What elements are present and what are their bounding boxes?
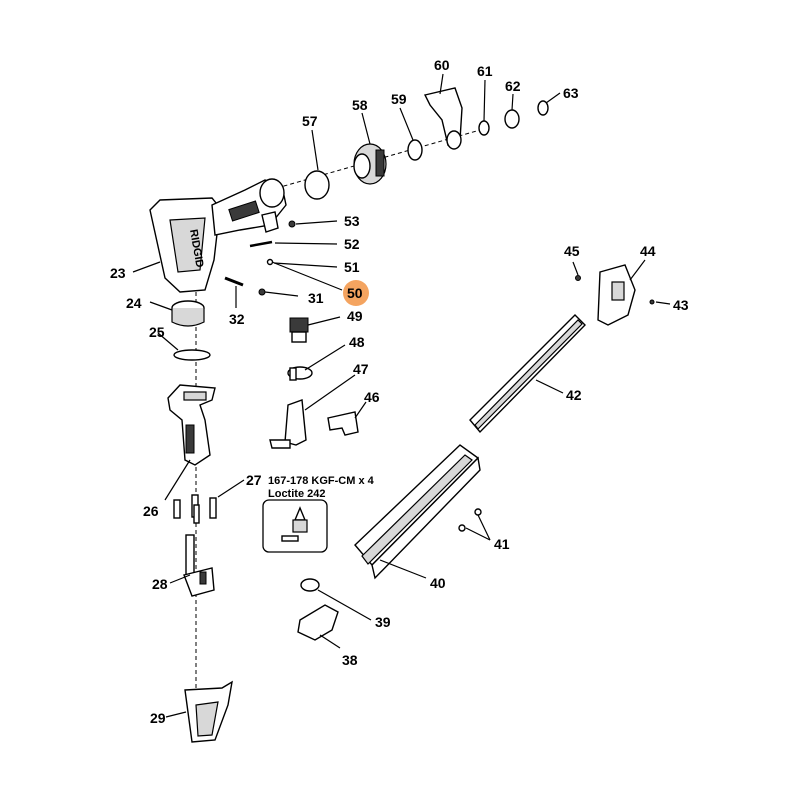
callout-41: 41 [494,536,510,552]
callout-31: 31 [308,290,324,306]
callout-38: 38 [342,652,358,668]
callout-59: 59 [391,91,407,107]
callout-25: 25 [149,324,165,340]
callout-52: 52 [344,236,360,252]
callout-60: 60 [434,57,450,73]
part-41-screws [458,508,482,532]
part-25-o-ring [173,349,211,361]
callout-27: 27 [246,472,262,488]
callout-40: 40 [430,575,446,591]
callout-47: 47 [353,361,369,377]
callout-43: 43 [673,297,689,313]
callout-50: 50 [347,285,363,301]
part-45-ball [575,275,581,281]
callout-labels: 23 24 25 26 27 28 29 31 32 38 39 40 41 4… [110,57,689,726]
part-48-clip [287,366,313,381]
part-62-washer [504,109,520,129]
part-38-latch [297,604,339,641]
callout-51: 51 [344,259,360,275]
part-44-end-cap [597,264,636,326]
note-torque-text: 167-178 KGF-CM x 4 [268,475,375,487]
horizontal-assembly-axis [269,129,481,191]
part-26-driver-frame [167,384,216,466]
callout-29: 29 [150,710,166,726]
part-23-housing: RIDGID [149,178,287,293]
part-24-bumper [171,300,205,327]
callout-32: 32 [229,311,245,327]
callout-61: 61 [477,63,493,79]
part-29-nose-piece [184,680,233,743]
note-loctite-text: Loctite 242 [268,488,325,500]
callout-53: 53 [344,213,360,229]
part-58-cap [353,143,387,185]
callout-57: 57 [302,113,318,129]
callout-44: 44 [640,243,656,259]
callout-63: 63 [563,85,579,101]
callout-23: 23 [110,265,126,281]
part-27-screws [173,494,217,524]
leader-lines [132,73,671,718]
part-61-o-ring [478,120,490,136]
part-32-pin [224,276,244,287]
callout-26: 26 [143,503,159,519]
part-59-gasket [407,139,423,161]
callout-28: 28 [152,576,168,592]
part-43-screw [649,299,655,305]
part-53-screw [288,220,296,228]
callout-58: 58 [352,97,368,113]
callout-45: 45 [564,243,580,259]
part-39-clip [300,578,320,592]
loctite-note: 167-178 KGF-CM x 4 Loctite 242 [262,475,375,553]
part-60-lever [423,87,463,150]
part-51-ball [266,258,274,266]
part-47-trigger-assembly [269,399,307,449]
callout-46: 46 [364,389,380,405]
callout-62: 62 [505,78,521,94]
callout-42: 42 [566,387,582,403]
part-28-driver-blade [183,534,215,597]
callout-49: 49 [347,308,363,324]
callout-24: 24 [126,295,142,311]
part-52-pin [249,240,273,248]
part-49-valve [289,317,309,343]
part-42-magazine-rail [469,314,586,434]
part-46-trigger [327,411,359,436]
part-57-o-ring [304,170,330,200]
part-63-clip-ring [537,100,549,116]
part-31-screw [258,288,266,296]
callout-48: 48 [349,334,365,350]
callout-39: 39 [375,614,391,630]
part-40-magazine-rail [354,444,481,580]
highlight-circle-50 [343,280,369,306]
